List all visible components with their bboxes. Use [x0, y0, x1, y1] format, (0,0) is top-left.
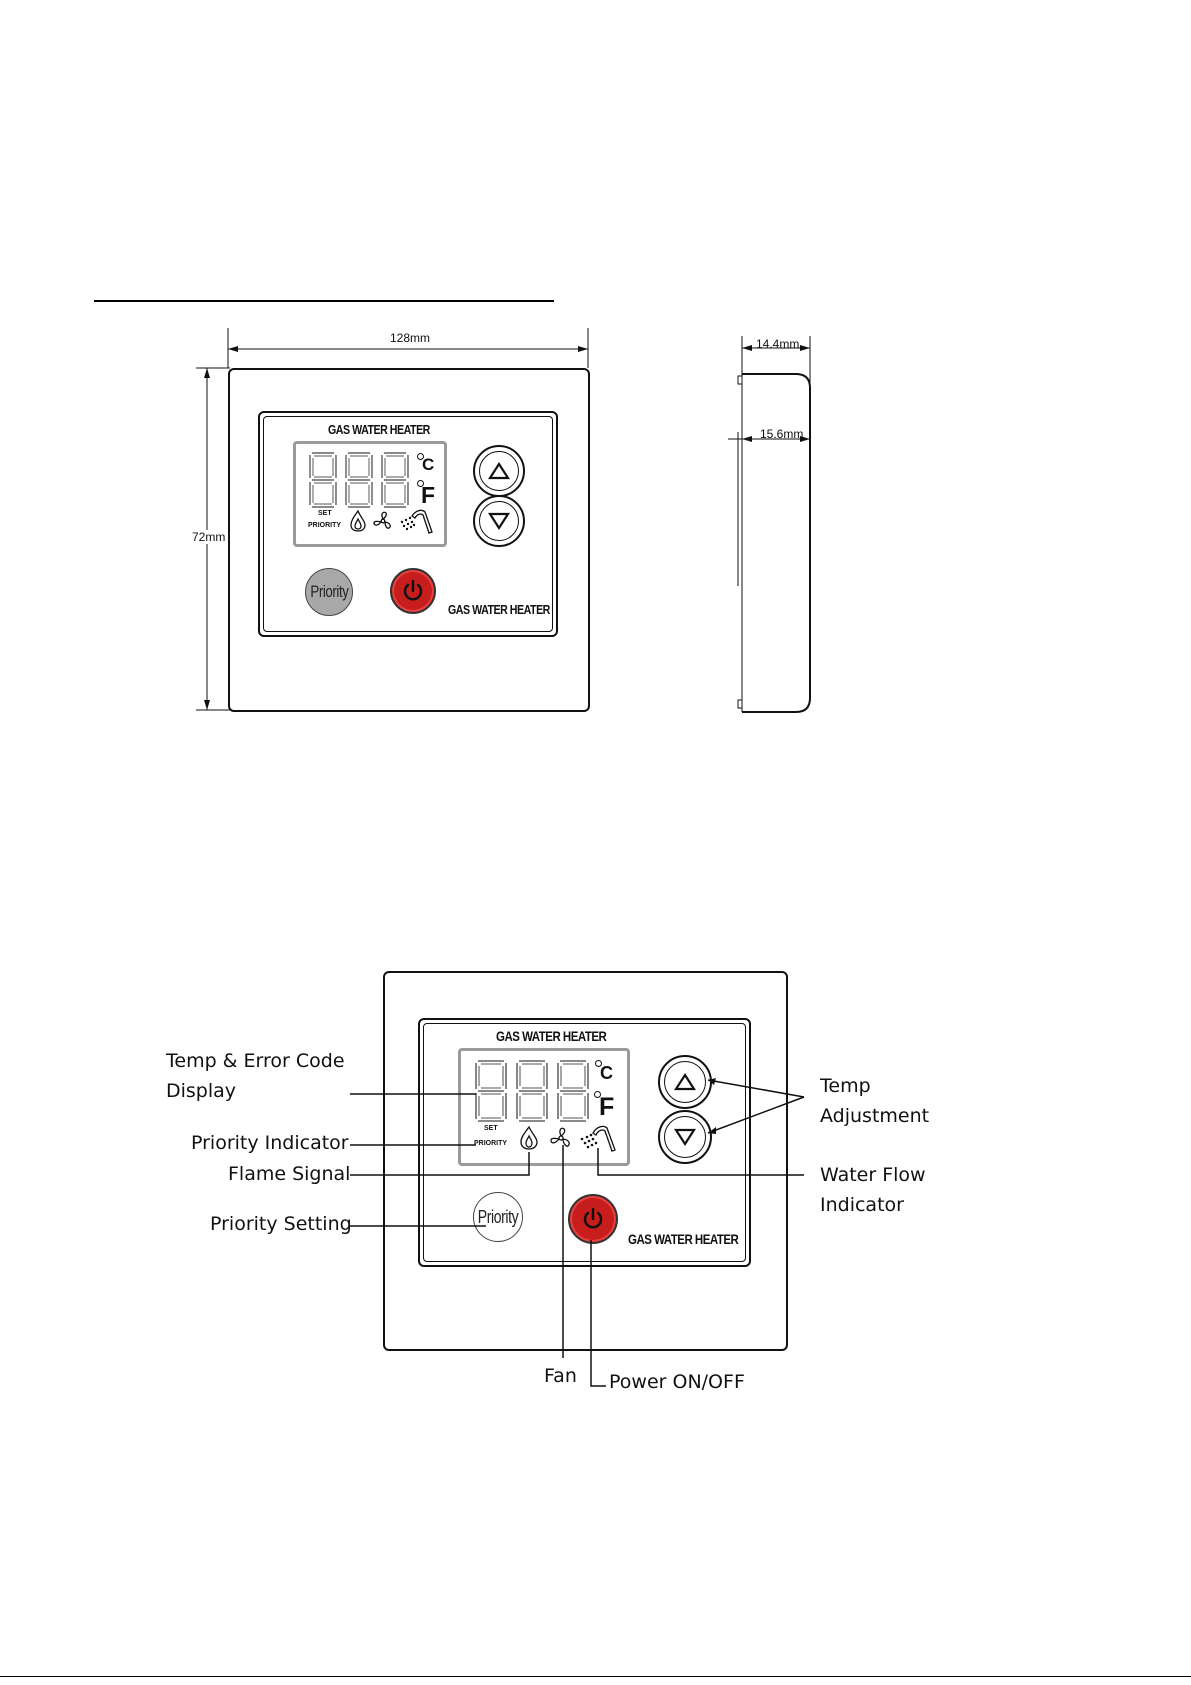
callout-priority-setting: Priority Setting [210, 1209, 352, 1239]
callout-priority-indicator: Priority Indicator [191, 1128, 349, 1158]
callout-power: Power ON/OFF [609, 1367, 745, 1397]
callout-water-flow-indicator: Water Flow Indicator [820, 1160, 926, 1221]
footer-rule [0, 1676, 1191, 1677]
callout-temp-error-line2: Display [166, 1076, 345, 1106]
callout-temp-adjust-line2: Adjustment [820, 1101, 929, 1131]
callout-fan: Fan [544, 1361, 577, 1391]
callout-temp-adjust-line1: Temp [820, 1071, 929, 1101]
callout-temp-adjustment: Temp Adjustment [820, 1071, 929, 1132]
callout-temp-error-line1: Temp & Error Code [166, 1046, 345, 1076]
callout-water-flow-line2: Indicator [820, 1190, 926, 1220]
callout-water-flow-line1: Water Flow [820, 1160, 926, 1190]
callout-temp-error-display: Temp & Error Code Display [166, 1046, 345, 1107]
callout-flame-signal: Flame Signal [228, 1159, 350, 1189]
